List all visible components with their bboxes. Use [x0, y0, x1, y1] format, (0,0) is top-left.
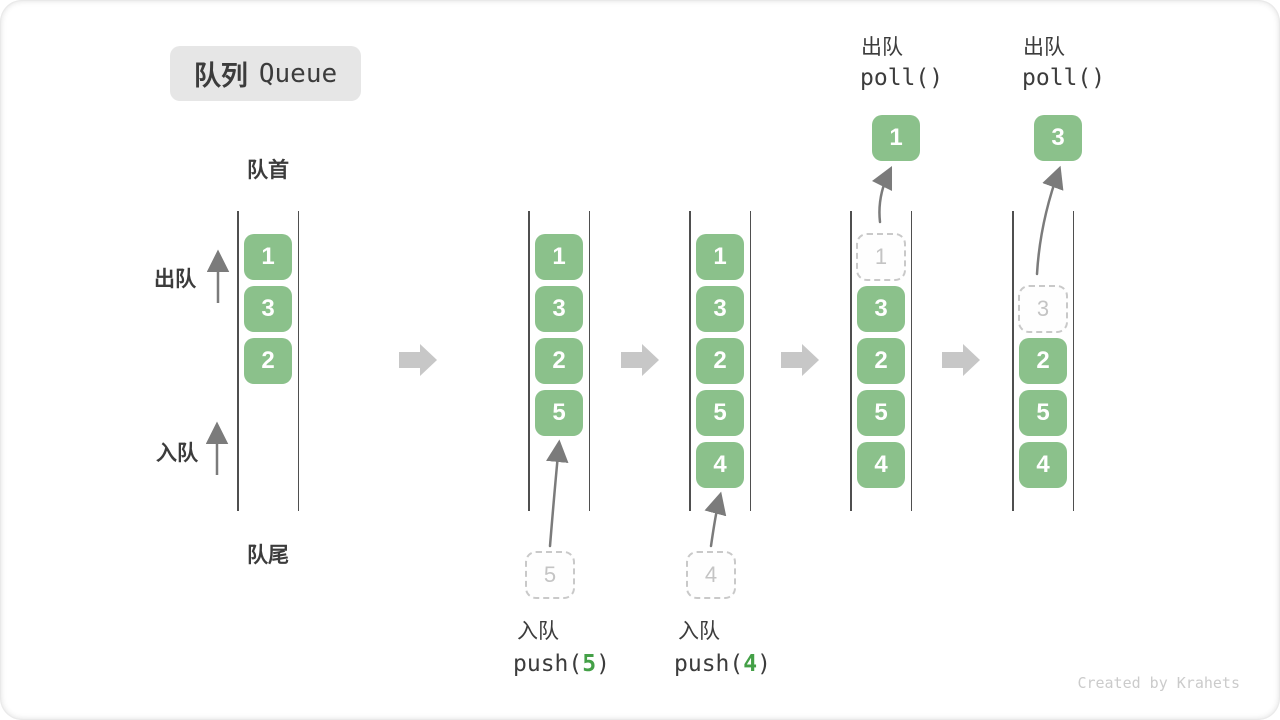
queue-wall-right: [749, 211, 751, 511]
title-badge: 队列 Queue: [170, 46, 361, 101]
queue-wall-right: [910, 211, 912, 511]
queue-item: 2: [535, 338, 583, 384]
code-arg: 5: [582, 651, 597, 677]
queue-item: 3: [696, 286, 744, 332]
queue-item: 2: [696, 338, 744, 384]
queue-item: 3: [535, 286, 583, 332]
dequeue-action-label: 出队: [1023, 36, 1065, 59]
queue-wall-left: [1012, 211, 1014, 511]
queue-wall-right: [588, 211, 590, 511]
queue-item: 5: [696, 390, 744, 436]
queue-wall-left: [850, 211, 852, 511]
queue-item-removed: 3: [1018, 285, 1068, 333]
queue-wall-right: [297, 211, 299, 511]
queue-wall-left: [237, 211, 239, 511]
enqueue-code-label: push(5): [513, 651, 610, 677]
dequeue-code-label: poll(): [1022, 65, 1106, 91]
queue-item: 2: [244, 338, 292, 384]
enqueue-label: 入队: [156, 442, 198, 465]
queue-item: 1: [535, 234, 583, 280]
queue-wall-left: [528, 211, 530, 511]
title-zh: 队列: [193, 61, 248, 91]
queue-item: 1: [244, 234, 292, 280]
title-en: Queue: [258, 58, 338, 89]
queue-item: 2: [857, 338, 905, 384]
queue-item: 4: [696, 442, 744, 488]
queue-item: 2: [1019, 338, 1067, 384]
dequeued-item: 1: [872, 115, 920, 161]
queue-item: 3: [857, 286, 905, 332]
enqueue-ghost-item: 5: [525, 551, 575, 599]
queue-front-label: 队首: [247, 159, 289, 182]
queue-wall-right: [1072, 211, 1074, 511]
queue-item: 4: [857, 442, 905, 488]
queue-item: 1: [696, 234, 744, 280]
queue-item-removed: 1: [856, 233, 906, 281]
enqueue-ghost-item: 4: [686, 551, 736, 599]
queue-item: 5: [1019, 390, 1067, 436]
queue-item: 5: [857, 390, 905, 436]
queue-item: 5: [535, 390, 583, 436]
dequeue-action-label: 出队: [861, 36, 903, 59]
queue-wall-left: [689, 211, 691, 511]
credit-text: Created by Krahets: [1077, 674, 1240, 692]
enqueue-action-label: 入队: [517, 620, 559, 643]
queue-rear-label: 队尾: [247, 544, 289, 567]
dequeue-code-label: poll(): [860, 65, 944, 91]
queue-item: 3: [244, 286, 292, 332]
dequeue-label: 出队: [154, 268, 196, 291]
enqueue-action-label: 入队: [678, 620, 720, 643]
queue-item: 4: [1019, 442, 1067, 488]
code-arg: 4: [743, 651, 758, 677]
enqueue-code-label: push(4): [674, 651, 771, 677]
dequeued-item: 3: [1034, 115, 1082, 161]
